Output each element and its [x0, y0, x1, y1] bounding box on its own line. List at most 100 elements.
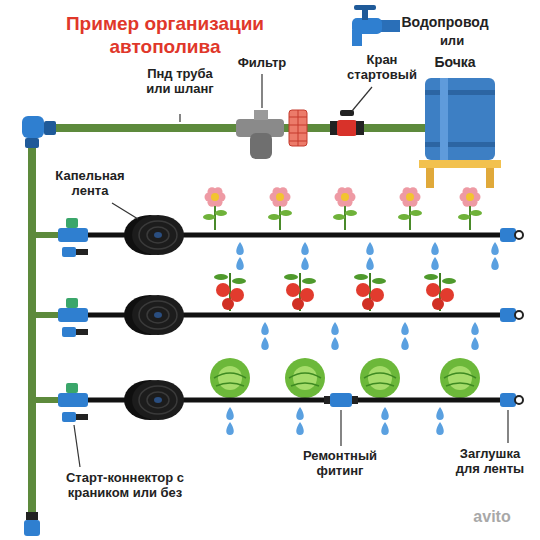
- start-connector-valve: [58, 228, 88, 242]
- leader-line: [352, 87, 372, 111]
- start-connector-tip: [76, 249, 88, 255]
- end-plug-ring: [515, 396, 523, 404]
- tomato-leaf: [214, 274, 228, 280]
- water-drop: [491, 242, 499, 255]
- flower-leaf: [345, 210, 357, 216]
- water-drop: [366, 257, 374, 270]
- branch-pipe: [32, 232, 60, 238]
- tomato-fruit: [222, 298, 234, 310]
- tape-end-plug: [500, 228, 516, 242]
- water-drop: [381, 407, 389, 420]
- valve-handle: [66, 298, 78, 308]
- cabbage-vein: [289, 373, 321, 378]
- water-drop: [436, 422, 444, 435]
- start-connector: [62, 327, 76, 337]
- water-drop: [331, 337, 339, 350]
- main-pipe: [32, 124, 425, 132]
- tape-roll-core: [154, 232, 162, 238]
- start-connector: [62, 412, 76, 422]
- water-drop: [471, 337, 479, 350]
- tape-roll-ring: [139, 221, 177, 249]
- water-drop: [331, 322, 339, 335]
- barrel-band: [425, 90, 495, 95]
- cabbage-leaves: [360, 358, 400, 398]
- tomato-leaf: [442, 278, 456, 284]
- cabbage-vein: [214, 373, 246, 378]
- faucet-spout: [352, 30, 362, 46]
- water-barrel: [425, 78, 495, 160]
- tomato-leaf: [424, 274, 438, 280]
- fitting-end: [324, 396, 330, 404]
- cabbage-head: [448, 366, 472, 390]
- cabbage-leaves: [440, 358, 480, 398]
- tomato-fruit: [356, 283, 370, 297]
- start-connector: [62, 247, 76, 257]
- flower-leaf: [410, 210, 422, 216]
- tape-roll: [132, 380, 184, 420]
- branch-pipe: [32, 397, 60, 403]
- end-plug-ring: [515, 231, 523, 239]
- start-connector-tip: [76, 414, 88, 420]
- leader-line: [261, 74, 262, 108]
- flower-center: [211, 193, 219, 201]
- watermark: avito: [452, 508, 532, 526]
- tape-roll-ring: [139, 301, 177, 329]
- cabbage-vein: [444, 373, 476, 378]
- valve-nut: [330, 121, 338, 135]
- pipe-label: Пнд труба или шланг: [144, 66, 216, 96]
- flower-leaf: [268, 214, 280, 220]
- repair-fitting: [330, 393, 352, 407]
- water-drop: [236, 242, 244, 255]
- tomato-fruit: [426, 283, 440, 297]
- filter-mesh: [289, 110, 307, 146]
- end-plug: [24, 520, 40, 536]
- water-drop: [296, 407, 304, 420]
- water-drop: [471, 322, 479, 335]
- valve-handle: [66, 218, 78, 228]
- fitting-label: Ремонтный фитинг: [293, 448, 388, 478]
- barrel-band: [425, 142, 495, 147]
- tape-roll-ring: [147, 392, 169, 408]
- cabbage-head: [368, 366, 392, 390]
- water-drop: [261, 322, 269, 335]
- flower-center: [406, 193, 414, 201]
- tape-roll-ring: [139, 386, 177, 414]
- tape-roll-core: [154, 397, 162, 403]
- water-drop: [236, 257, 244, 270]
- cabbage-head: [218, 366, 242, 390]
- flower-leaf: [203, 214, 215, 220]
- cabbage-vein: [216, 383, 244, 386]
- water-drop: [436, 407, 444, 420]
- tape-roll: [132, 215, 184, 255]
- cabbage-head: [293, 366, 317, 390]
- cabbage-leaves: [285, 358, 325, 398]
- leader-line: [507, 410, 508, 443]
- stand-leg: [426, 168, 434, 188]
- start-connector-valve: [58, 393, 88, 407]
- end-plug-nut: [26, 512, 38, 520]
- mesh-line: [298, 110, 299, 146]
- branch-pipe: [32, 312, 60, 318]
- flower-center: [341, 193, 349, 201]
- barrel-stand: [419, 160, 501, 168]
- plug-label: Заглушка для ленты: [455, 446, 525, 476]
- tomato-fruit: [216, 283, 230, 297]
- connector-label: Старт-коннектор с краником или без: [50, 470, 200, 500]
- cabbage-vein: [446, 383, 474, 386]
- tape-roll-ring: [147, 307, 169, 323]
- tape-roll: [132, 295, 184, 335]
- valve-label: Кран стартовый: [343, 52, 421, 82]
- tomato-fruit: [432, 298, 444, 310]
- tomato-leaf: [354, 274, 368, 280]
- tape-roll-ring: [147, 227, 169, 243]
- water-drop: [261, 337, 269, 350]
- faucet-handle: [354, 5, 376, 10]
- tape-roll-core: [154, 312, 162, 318]
- tape-label: Капельная лента: [50, 168, 130, 198]
- start-connector-tip: [76, 329, 88, 335]
- flower-center: [276, 193, 284, 201]
- main-pipe: [28, 128, 36, 526]
- water-drop: [401, 322, 409, 335]
- water-drop: [431, 257, 439, 270]
